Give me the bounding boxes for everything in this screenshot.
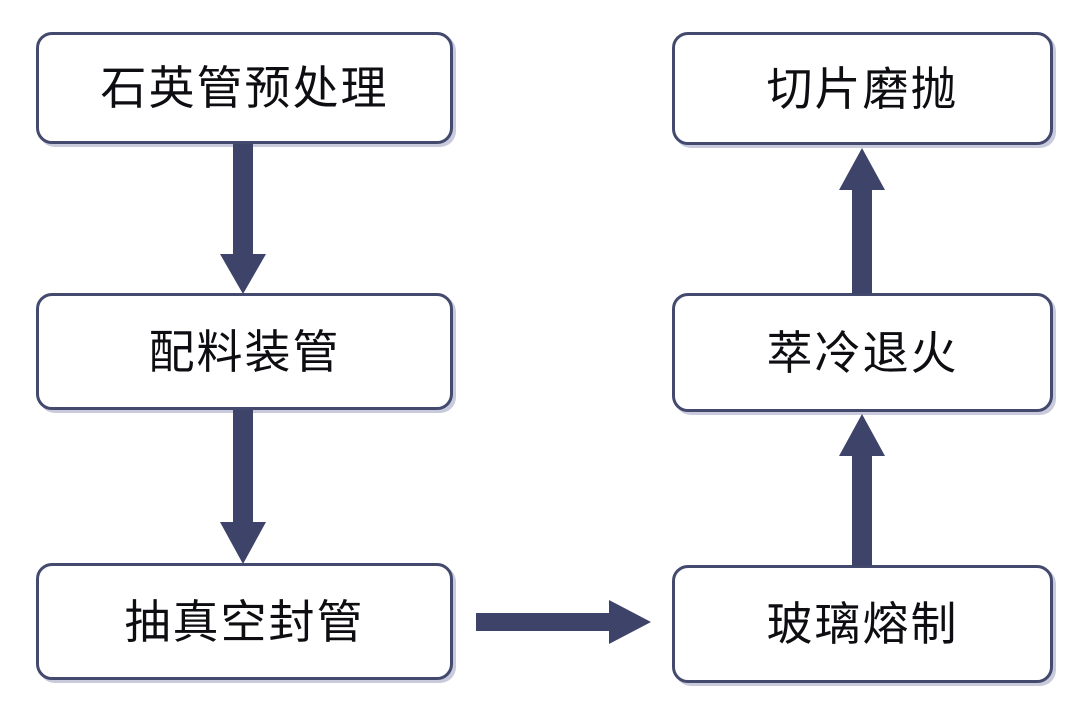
flow-node-polish[interactable]: 切片磨抛 <box>672 32 1053 145</box>
flow-node-label: 玻璃熔制 <box>766 597 959 651</box>
arrow-up-icon <box>839 414 885 566</box>
flow-node-melt[interactable]: 玻璃熔制 <box>672 565 1053 683</box>
flow-node-label: 萃冷退火 <box>766 325 959 380</box>
flow-node-batch[interactable]: 配料装管 <box>36 293 453 410</box>
flow-node-pretreat[interactable]: 石英管预处理 <box>36 32 453 144</box>
flow-node-label: 抽真空封管 <box>124 594 365 649</box>
flow-node-anneal[interactable]: 萃冷退火 <box>672 293 1053 412</box>
arrow-down-icon <box>220 144 266 294</box>
flow-node-label: 切片磨抛 <box>766 61 959 116</box>
flow-node-label: 石英管预处理 <box>100 61 389 115</box>
arrow-up-icon <box>839 148 885 294</box>
flow-node-label: 配料装管 <box>148 324 341 379</box>
flow-node-vacuum[interactable]: 抽真空封管 <box>36 563 453 680</box>
arrow-down-icon <box>220 410 266 564</box>
arrow-right-icon <box>476 600 651 644</box>
